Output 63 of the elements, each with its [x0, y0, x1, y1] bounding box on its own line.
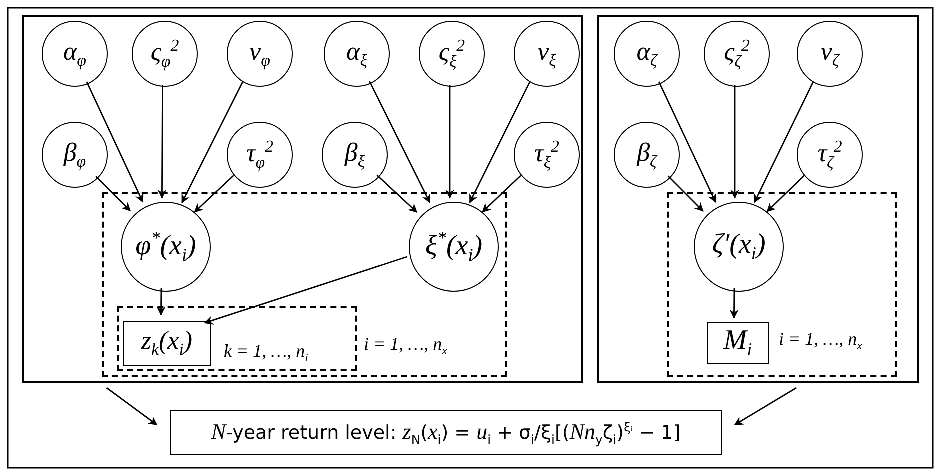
arrow	[446, 85, 454, 199]
variable-circle	[121, 202, 211, 292]
plate-box	[117, 306, 357, 371]
model-panel	[22, 15, 583, 383]
arrow	[204, 256, 408, 325]
observation-label: z$_{k}$(x$_{i}$)	[141, 326, 193, 361]
arrow	[376, 174, 418, 214]
variable-circle	[514, 21, 580, 87]
arrow	[194, 175, 234, 213]
variable-label: β$_{ζ}$	[637, 138, 657, 172]
variable-label: α$_{φ}$	[63, 36, 86, 72]
arrow	[668, 176, 704, 212]
variable-circle	[322, 122, 388, 188]
observation-box	[123, 321, 211, 366]
variable-circle	[324, 21, 390, 87]
variable-label: ζ′(x$_{i}$)	[712, 229, 766, 265]
variable-circle	[132, 21, 198, 87]
arrow	[734, 387, 797, 426]
arrow	[730, 288, 739, 319]
observation-label: M$_{i}$	[724, 325, 752, 361]
variable-circle	[419, 21, 485, 87]
arrow	[96, 176, 132, 212]
variable-circle	[42, 21, 108, 87]
variable-label: ν$_{ζ}$	[820, 36, 840, 72]
variable-circle	[409, 202, 499, 292]
arrow	[482, 175, 522, 213]
variable-circle	[514, 122, 580, 188]
plate-index-label: i = 1, …, n$_{x}$	[364, 334, 448, 358]
arrow	[182, 81, 244, 204]
plate-box	[667, 192, 897, 377]
arrow	[86, 82, 144, 204]
arrow	[369, 81, 431, 204]
variable-label: ξ$^{*}$(x$_{i}$)	[425, 228, 483, 266]
variable-label: α$_{ζ}$	[636, 36, 658, 72]
formula-box	[170, 410, 722, 455]
variable-circle	[227, 21, 293, 87]
variable-circle	[614, 122, 680, 188]
variable-label: β$_{φ}$	[64, 138, 86, 172]
arrow	[106, 387, 158, 426]
arrow	[156, 288, 166, 316]
variable-circle	[797, 21, 863, 87]
plate-box	[102, 192, 507, 377]
formula-text: N-year return level: z$_{N}$(x$_{i}$) = u$_{i}$ + σ$_{i}$/ξ$_{i}$[(Nn$_{y}$ζ$_{i}$)$^{ξᵢ}$ − 1]	[211, 418, 681, 446]
variable-label: α$_{ξ}$	[346, 36, 368, 72]
variable-circle	[614, 21, 680, 87]
variable-circle	[227, 122, 293, 188]
variable-circle	[694, 202, 784, 292]
model-panel	[597, 15, 919, 383]
variable-label: ν$_{ξ}$	[538, 36, 556, 72]
variable-label: ν$_{φ}$	[250, 36, 270, 72]
arrow	[469, 81, 531, 204]
observation-box	[707, 322, 769, 364]
arrow	[754, 81, 814, 204]
variable-circle	[797, 122, 863, 188]
plate-index-label: k = 1, …, n$_{i}$	[224, 341, 308, 365]
variable-label: β$_{ξ}$	[344, 138, 366, 172]
variable-circle	[42, 122, 108, 188]
plate-index-label: i = 1, …, n$_{x}$	[779, 329, 862, 353]
arrow	[766, 175, 805, 212]
variable-label: φ$^{*}$(x$_{i}$)	[136, 228, 196, 266]
variable-circle	[704, 21, 770, 87]
arrow	[158, 85, 167, 199]
arrow	[658, 82, 716, 204]
